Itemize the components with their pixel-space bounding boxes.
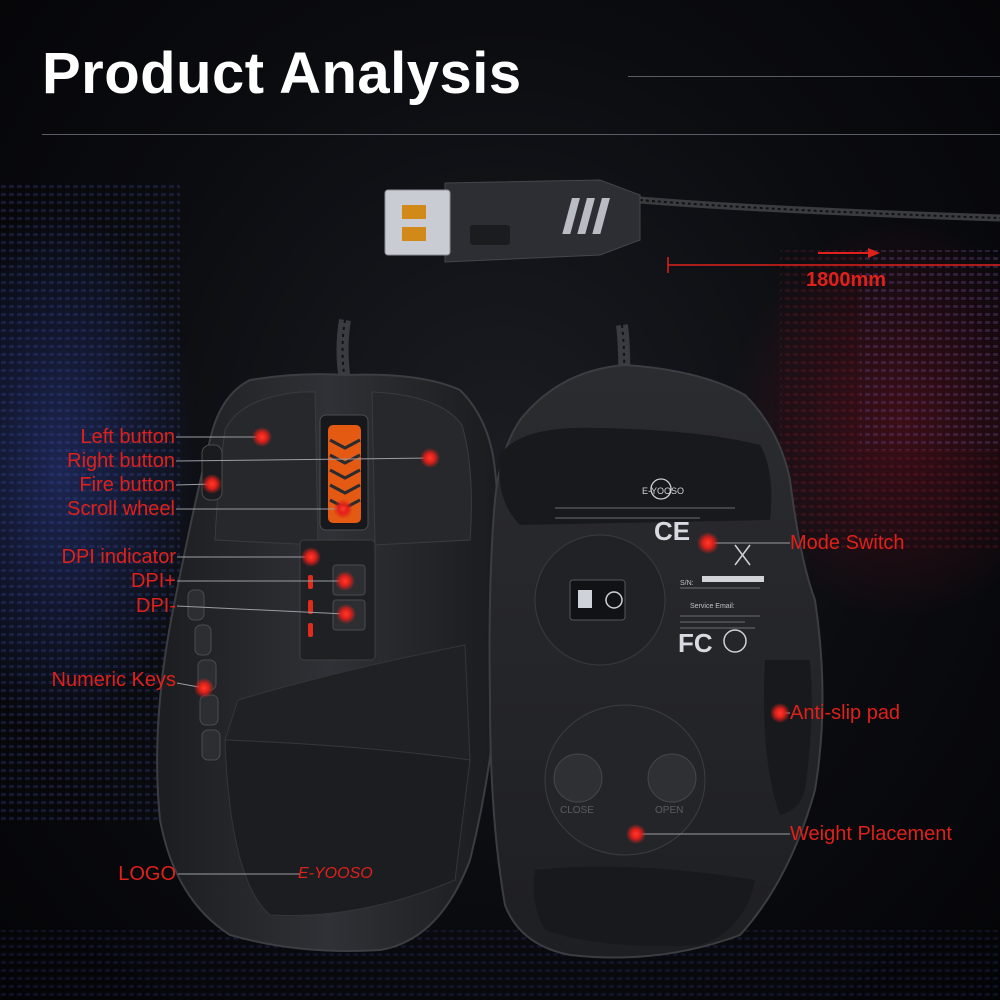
product-printed-text: E-YOOSO CE S/N: Service Email: FC CLOSE … bbox=[298, 486, 735, 882]
hotspot-markers bbox=[194, 427, 790, 844]
mouse-top-view bbox=[156, 319, 503, 952]
label-mode-switch: Mode Switch bbox=[790, 532, 905, 554]
label-left-button: Left button bbox=[80, 426, 175, 448]
label-logo: LOGO bbox=[118, 863, 176, 885]
serial-number-label: S/N: bbox=[680, 580, 694, 587]
label-fire-button: Fire button bbox=[79, 474, 175, 496]
label-weight-placement: Weight Placement bbox=[790, 823, 952, 845]
label-dpi-minus: DPI- bbox=[136, 595, 176, 617]
fcc-mark: FC bbox=[678, 628, 713, 658]
callout-lines bbox=[175, 436, 790, 875]
ce-mark: CE bbox=[654, 516, 690, 546]
label-dpi-indicator: DPI indicator bbox=[61, 546, 177, 568]
usb-connector bbox=[384, 179, 1000, 263]
label-right-button: Right button bbox=[67, 450, 175, 472]
background-glow bbox=[0, 180, 1000, 1000]
label-numeric-keys: Numeric Keys bbox=[51, 669, 176, 691]
title-divider bbox=[42, 134, 1000, 135]
title-accent-line bbox=[628, 76, 1000, 77]
cable-length-label: 1800mm bbox=[806, 269, 887, 291]
close-label: CLOSE bbox=[560, 805, 594, 816]
page-title: Product Analysis bbox=[42, 41, 522, 106]
bottom-brand-text: E-YOOSO bbox=[642, 486, 684, 496]
label-anti-slip-pad: Anti-slip pad bbox=[790, 702, 901, 724]
label-dpi-plus: DPI+ bbox=[130, 570, 176, 592]
service-email-label: Service Email: bbox=[690, 603, 735, 610]
cable-length-indicator bbox=[667, 248, 1000, 273]
brand-logo: E-YOOSO bbox=[298, 865, 373, 882]
mouse-bottom-view bbox=[488, 324, 824, 959]
label-scroll-wheel: Scroll wheel bbox=[67, 498, 175, 520]
open-label: OPEN bbox=[655, 805, 683, 816]
